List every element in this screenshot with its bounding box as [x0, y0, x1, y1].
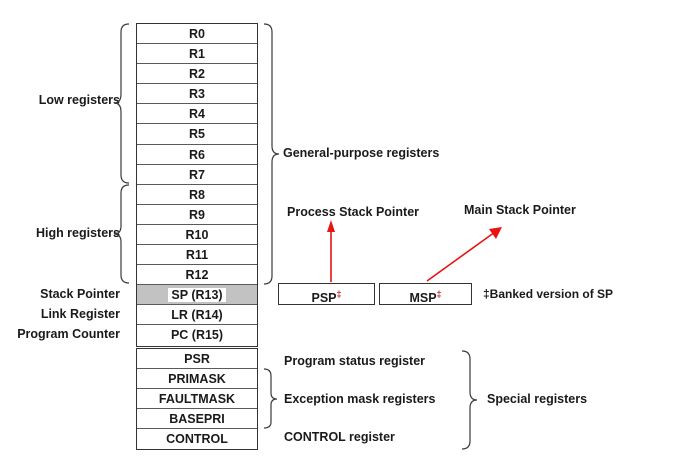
register-row: PC (R15) [137, 325, 257, 346]
arrow-psp-head [327, 220, 335, 232]
annotation-general-purpose-registers: General-purpose registers [283, 146, 440, 160]
msp-label: MSP [409, 291, 437, 306]
register-row: R5 [137, 124, 257, 145]
brace-exception-mask-registers [263, 368, 278, 429]
banked-sp-footnote: ‡Banked version of SP [483, 287, 614, 301]
register-row: R0 [137, 24, 257, 45]
register-row: R10 [137, 224, 257, 246]
register-row: R6 [137, 144, 257, 165]
general-purpose-register-stack: R0 R1 R2 R3 R4 R5 R6 R7 R8 R9 R10 R11 R1… [136, 23, 258, 347]
label-high-registers: High registers [35, 226, 120, 240]
special-register-row: BASEPRI [137, 409, 257, 430]
register-row: R11 [137, 245, 257, 266]
special-register-row: PRIMASK [137, 369, 257, 390]
register-row: R4 [137, 104, 257, 125]
sp-register-text: SP (R13) [168, 288, 226, 303]
register-row: R3 [137, 84, 257, 105]
special-register-row: FAULTMASK [137, 389, 257, 410]
register-row: R7 [137, 164, 257, 185]
label-link-register: Link Register [40, 307, 120, 321]
label-stack-pointer: Stack Pointer [40, 287, 120, 301]
annotation-exception-mask-registers: Exception mask registers [284, 392, 436, 406]
annotation-special-registers: Special registers [487, 392, 588, 406]
register-row: R8 [137, 184, 257, 205]
register-row: R12 [137, 265, 257, 286]
brace-special-registers [461, 350, 478, 450]
annotation-main-stack-pointer: Main Stack Pointer [464, 203, 576, 217]
annotation-process-stack-pointer: Process Stack Pointer [287, 205, 420, 219]
msp-box: MSP‡ [379, 283, 472, 305]
register-row: LR (R14) [137, 305, 257, 326]
psp-label: PSP [311, 291, 337, 306]
register-row: R9 [137, 204, 257, 225]
annotation-program-status-register: Program status register [284, 354, 426, 368]
annotation-control-register: CONTROL register [284, 430, 395, 444]
special-register-stack: PSR PRIMASK FAULTMASK BASEPRI CONTROL [136, 348, 258, 451]
label-program-counter: Program Counter [17, 327, 120, 341]
psp-box: PSP‡ [278, 283, 375, 305]
dagger-symbol-psp: ‡ [336, 289, 342, 299]
label-low-registers: Low registers [38, 93, 120, 107]
register-row: R1 [137, 44, 257, 65]
register-row: R2 [137, 64, 257, 85]
special-register-row: CONTROL [137, 429, 257, 450]
arrow-msp-line [426, 231, 496, 282]
arrow-msp-head [489, 227, 502, 239]
register-row-sp-highlighted: SP (R13) [137, 285, 257, 306]
dagger-symbol-msp: ‡ [436, 289, 442, 299]
special-register-row: PSR [137, 349, 257, 370]
brace-general-purpose-registers [263, 23, 280, 285]
